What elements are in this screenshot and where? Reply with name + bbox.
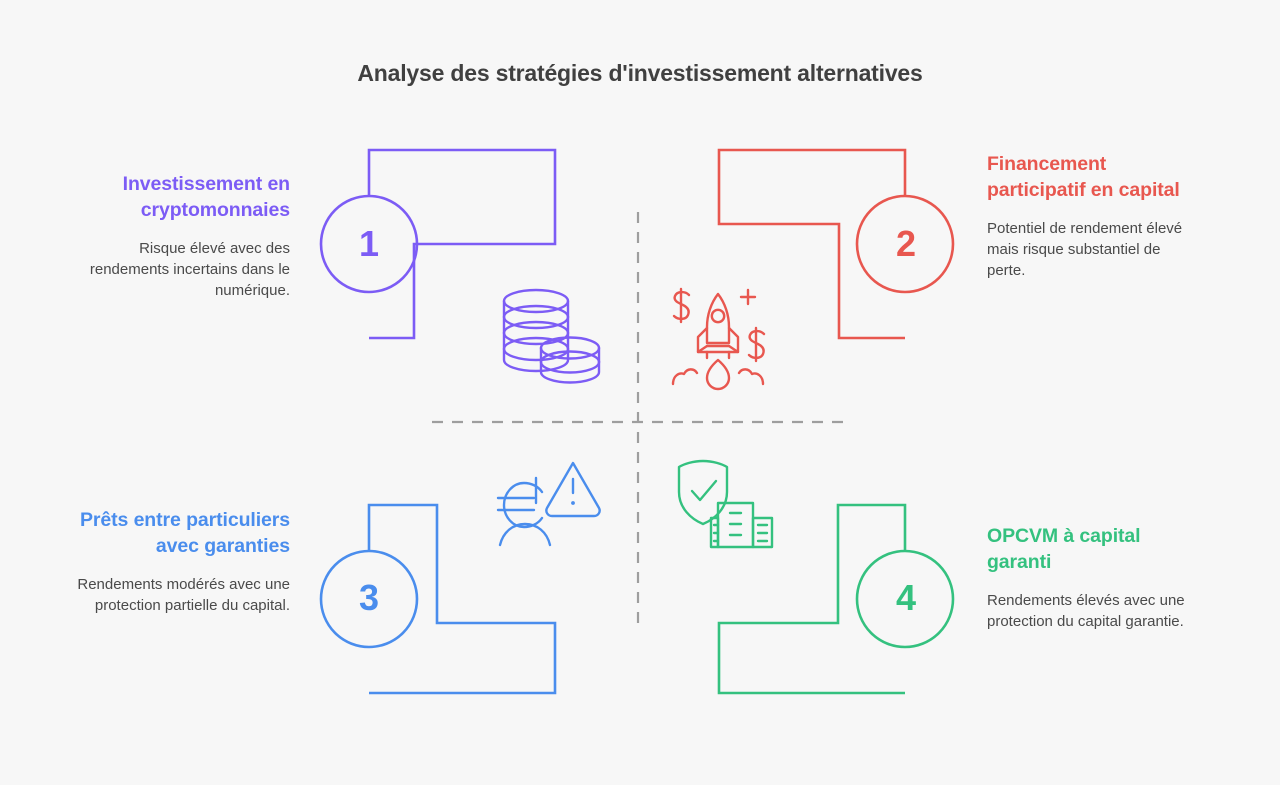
quadrant-3-l-path — [367, 503, 557, 695]
quadrant-1-number-circle — [319, 194, 419, 294]
quadrant-2-flag-path — [717, 148, 907, 340]
shield-bank-icon — [677, 459, 774, 549]
quadrant-3-description: Rendements modérés avec une protection p… — [77, 575, 290, 615]
quadrant-1-flag-path — [367, 148, 557, 340]
quadrant-3-text-block: Prêts entre particuliers avec garanties … — [75, 508, 290, 616]
quadrant-2-number-circle — [855, 194, 955, 294]
quadrant-3-shape — [319, 503, 557, 695]
quadrant-1-number: 1 — [358, 223, 380, 264]
euro-person-warning-icon — [496, 461, 601, 547]
quadrant-2-description: Potentiel de rendement élevé mais risque… — [987, 219, 1183, 280]
quadrant-4-text-block: OPCVM à capital garanti Rendements élevé… — [987, 524, 1202, 632]
quadrant-4-description: Rendements élevés avec une protection du… — [987, 591, 1185, 631]
quadrant-1-shape — [319, 148, 557, 340]
quadrant-4-number: 4 — [895, 577, 917, 618]
quadrant-4-number-circle — [855, 549, 955, 649]
quadrant-3-number: 3 — [358, 577, 380, 618]
quadrant-4-shape — [717, 503, 955, 695]
quadrant-1-text-block: Investissement en cryptomonnaies Risque … — [75, 172, 290, 302]
page-title: Analyse des stratégies d'investissement … — [357, 60, 923, 86]
quadrant-2-number: 2 — [895, 223, 917, 264]
quadrant-1-heading: Investissement en cryptomonnaies — [122, 173, 290, 221]
coins-stack-icon — [502, 288, 601, 384]
quadrant-1-description: Risque élevé avec des rendements incerta… — [89, 239, 290, 300]
quadrant-4-l-path — [717, 503, 907, 695]
quadrant-dividers — [432, 212, 848, 632]
quadrant-2-heading: Financement participatif en capital — [987, 153, 1180, 201]
quadrant-3-heading: Prêts entre particuliers avec garanties — [79, 509, 290, 557]
rocket-money-icon — [671, 287, 766, 391]
quadrant-2-text-block: Financement participatif en capital Pote… — [987, 152, 1202, 282]
quadrant-4-heading: OPCVM à capital garanti — [987, 525, 1141, 573]
quadrant-3-number-circle — [319, 549, 419, 649]
quadrant-2-shape — [717, 148, 955, 340]
